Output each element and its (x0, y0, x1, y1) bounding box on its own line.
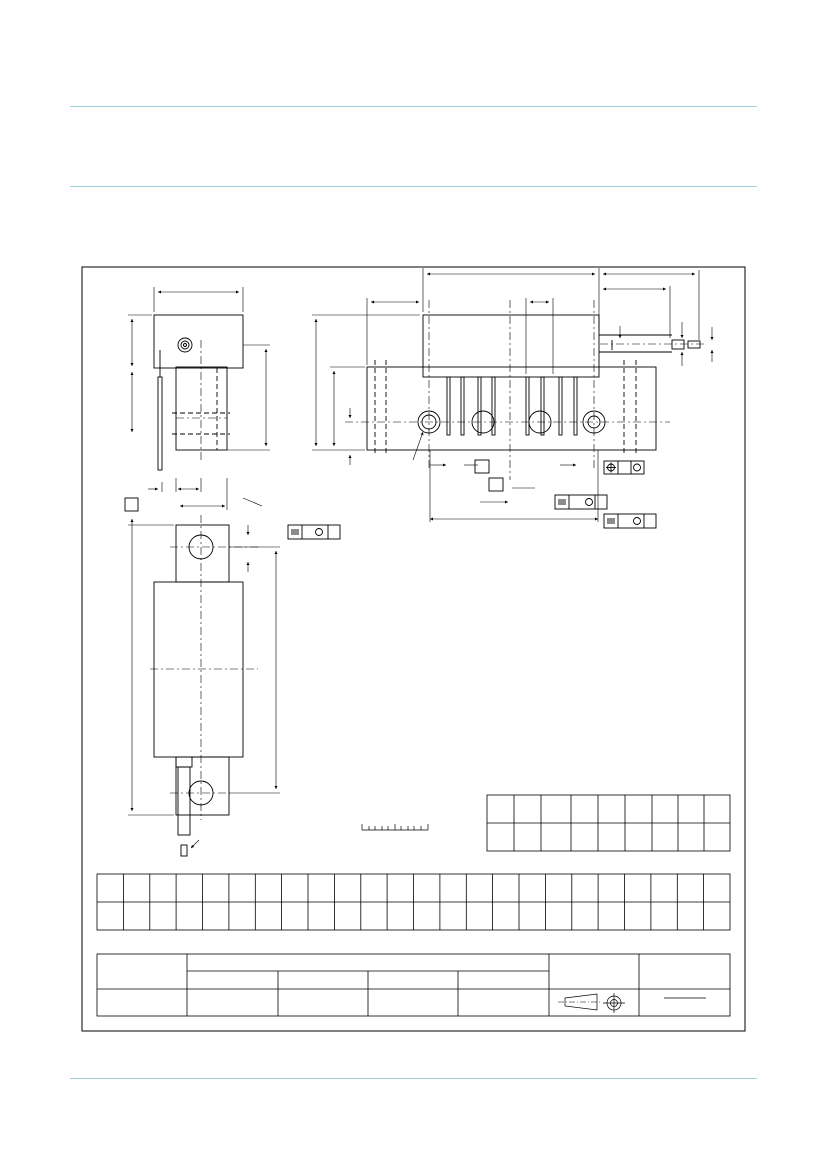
first-angle-projection-icon (558, 993, 625, 1013)
side-view (128, 287, 270, 510)
title-block (96, 953, 731, 1017)
dimension-table (486, 794, 731, 852)
front-view (312, 268, 714, 522)
top-view (128, 515, 280, 857)
symmetry-tolerance-icon (603, 513, 657, 529)
position-tolerance-icon (603, 460, 645, 475)
datum-box (474, 459, 490, 474)
datum-box (488, 477, 504, 492)
tolerance-frames (124, 459, 657, 540)
header-rule-top (70, 106, 757, 107)
header-rule-bottom (70, 186, 757, 187)
drawing-frame (81, 266, 746, 1032)
datum-box (124, 497, 139, 512)
footer-rule (70, 1078, 757, 1079)
scale-bar (361, 824, 429, 831)
wide-table (96, 873, 731, 931)
symmetry-tolerance-icon (554, 494, 608, 510)
symmetry-tolerance-icon (287, 524, 341, 540)
